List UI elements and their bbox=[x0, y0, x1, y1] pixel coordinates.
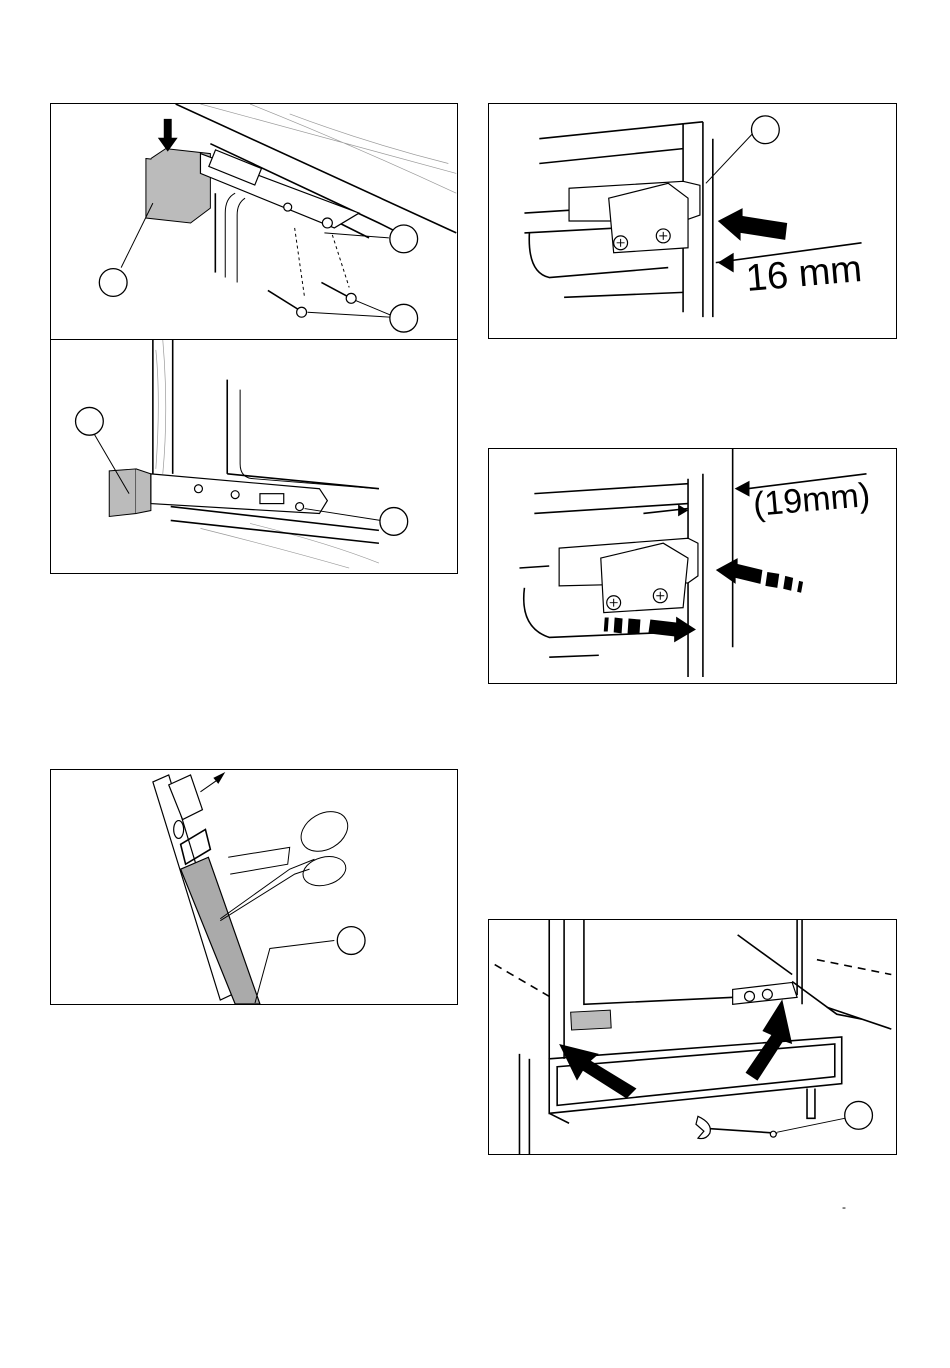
page-footer-mark: - bbox=[842, 1200, 846, 1214]
figure-hinge-rail-screw bbox=[50, 103, 458, 340]
base-plinth-illustration bbox=[489, 920, 896, 1154]
callout-1 bbox=[99, 269, 127, 297]
callout-1 bbox=[76, 407, 104, 435]
callout-1 bbox=[751, 116, 779, 144]
hinge-gap-16-illustration bbox=[489, 104, 896, 338]
figure-base-plinth bbox=[488, 919, 897, 1155]
callout-3 bbox=[390, 304, 418, 332]
hinge-rail-screw-illustration bbox=[51, 104, 457, 339]
figure-cut-strip bbox=[50, 769, 458, 1005]
figure-hinge-gap-16 bbox=[488, 103, 897, 339]
cut-strip-illustration bbox=[51, 770, 457, 1004]
callout-1 bbox=[845, 1101, 873, 1129]
callout-1 bbox=[337, 927, 365, 955]
figure-hinge-rail-mounted bbox=[50, 339, 458, 574]
callout-2 bbox=[390, 225, 418, 253]
hinge-rail-mounted-illustration bbox=[51, 340, 457, 573]
callout-2 bbox=[380, 508, 408, 536]
